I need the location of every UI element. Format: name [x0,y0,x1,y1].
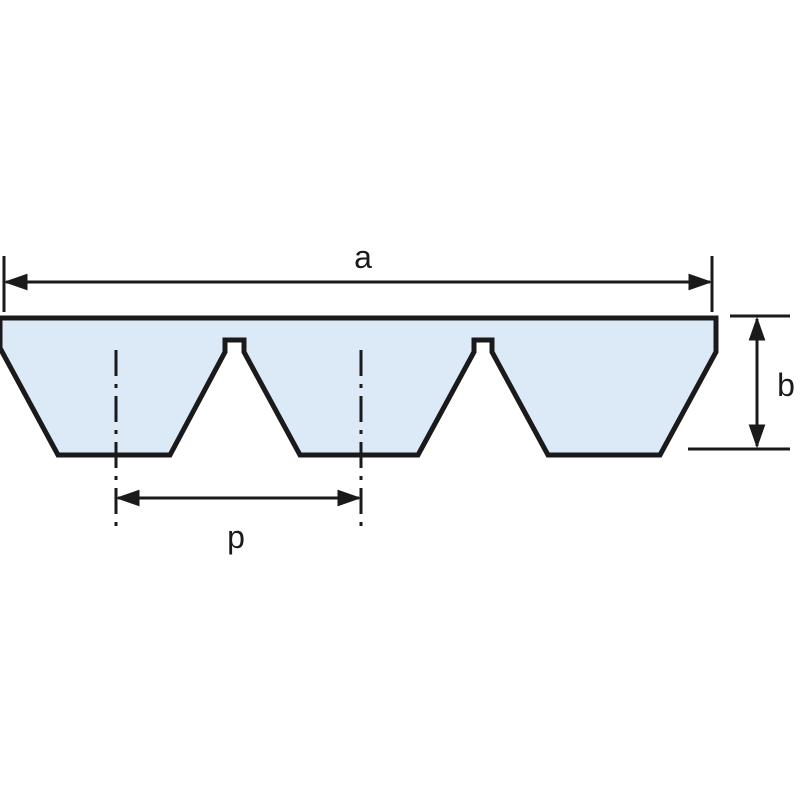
height-label: b [777,367,795,403]
belt-cross-section [0,315,719,458]
pitch-label: p [227,519,245,555]
width-label: a [354,239,372,275]
